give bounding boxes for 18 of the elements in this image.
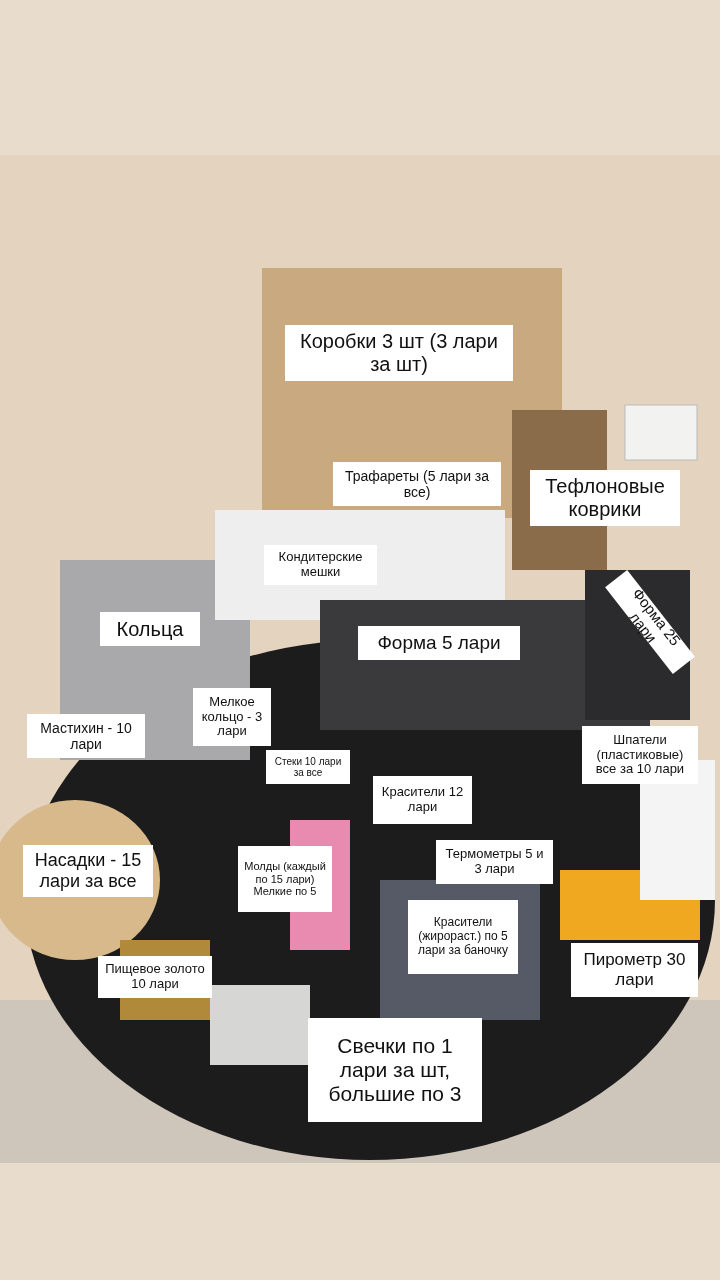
price-label: Молды (каждый по 15 лари) Мелкие по 5 <box>238 846 332 912</box>
price-label: Кондитерские мешки <box>264 545 377 585</box>
price-label: Насадки - 15 лари за все <box>23 845 153 897</box>
price-label: Термометры 5 и 3 лари <box>436 840 553 884</box>
price-label: Шпатели (пластиковые) все за 10 лари <box>582 726 698 784</box>
price-label: Форма 5 лари <box>358 626 520 660</box>
price-label: Пирометр 30 лари <box>571 943 698 997</box>
price-label: Мастихин - 10 лари <box>27 714 145 758</box>
price-label: Свечки по 1 лари за шт, большие по 3 <box>308 1018 482 1122</box>
price-label: Тефлоновые коврики <box>530 470 680 526</box>
price-label: Коробки 3 шт (3 лари за шт) <box>285 325 513 381</box>
price-label: Красители (жирораст.) по 5 лари за баночку <box>408 900 518 974</box>
price-label: Красители 12 лари <box>373 776 472 824</box>
price-label: Мелкое кольцо - 3 лари <box>193 688 271 746</box>
price-label: Трафареты (5 лари за все) <box>333 462 501 506</box>
price-label: Кольца <box>100 612 200 646</box>
price-label: Пищевое золото 10 лари <box>98 956 212 998</box>
price-label: Стеки 10 лари за все <box>266 750 350 784</box>
